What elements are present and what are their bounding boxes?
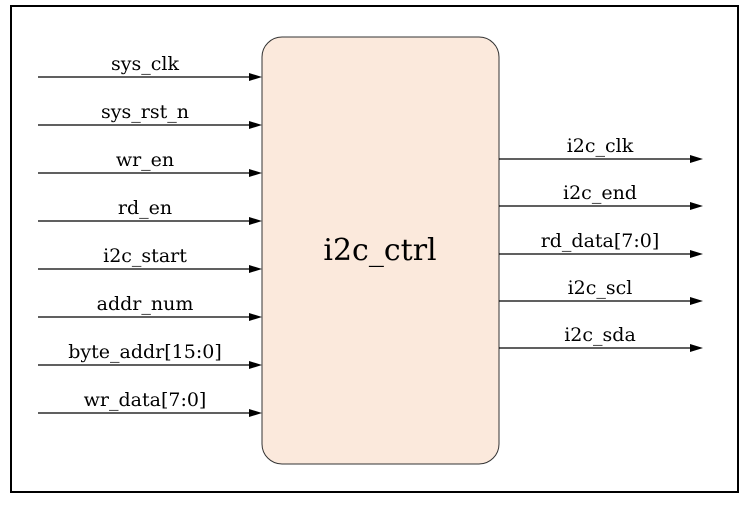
module-block bbox=[261, 36, 500, 465]
input-ports: sys_clk sys_rst_n wr_en rd_en i2c_start addr_… bbox=[38, 53, 262, 417]
output-ports: i2c_clk i2c_end rd_data[7:0] i2c_scl i2c_sda bbox=[499, 135, 703, 352]
input-signal-label: addr_num bbox=[97, 293, 194, 315]
output-arrow-icon bbox=[690, 155, 703, 163]
input-arrow-icon bbox=[249, 265, 262, 273]
output-signal-label: i2c_end bbox=[563, 182, 637, 204]
module-name: i2c_ctrl bbox=[323, 233, 436, 268]
input-signal-label: sys_rst_n bbox=[101, 101, 189, 123]
input-signal-label: wr_en bbox=[116, 149, 174, 171]
input-arrow-icon bbox=[249, 73, 262, 81]
output-signal-label: i2c_sda bbox=[564, 324, 636, 346]
output-arrow-icon bbox=[690, 344, 703, 352]
input-arrow-icon bbox=[249, 313, 262, 321]
input-signal-label: byte_addr[15:0] bbox=[68, 341, 222, 363]
input-signal-label: i2c_start bbox=[103, 245, 187, 267]
output-arrow-icon bbox=[690, 202, 703, 210]
input-signal-label: sys_clk bbox=[111, 53, 179, 75]
input-arrow-icon bbox=[249, 121, 262, 129]
output-signal-label: i2c_scl bbox=[568, 277, 633, 299]
output-signal-label: rd_data[7:0] bbox=[541, 230, 660, 252]
input-arrow-icon bbox=[249, 217, 262, 225]
output-arrow-icon bbox=[690, 297, 703, 305]
input-arrow-icon bbox=[249, 409, 262, 417]
output-signal-label: i2c_clk bbox=[567, 135, 634, 157]
input-signal-label: rd_en bbox=[118, 197, 172, 219]
input-arrow-icon bbox=[249, 361, 262, 369]
input-signal-label: wr_data[7:0] bbox=[84, 389, 207, 411]
output-arrow-icon bbox=[690, 250, 703, 258]
input-arrow-icon bbox=[249, 169, 262, 177]
